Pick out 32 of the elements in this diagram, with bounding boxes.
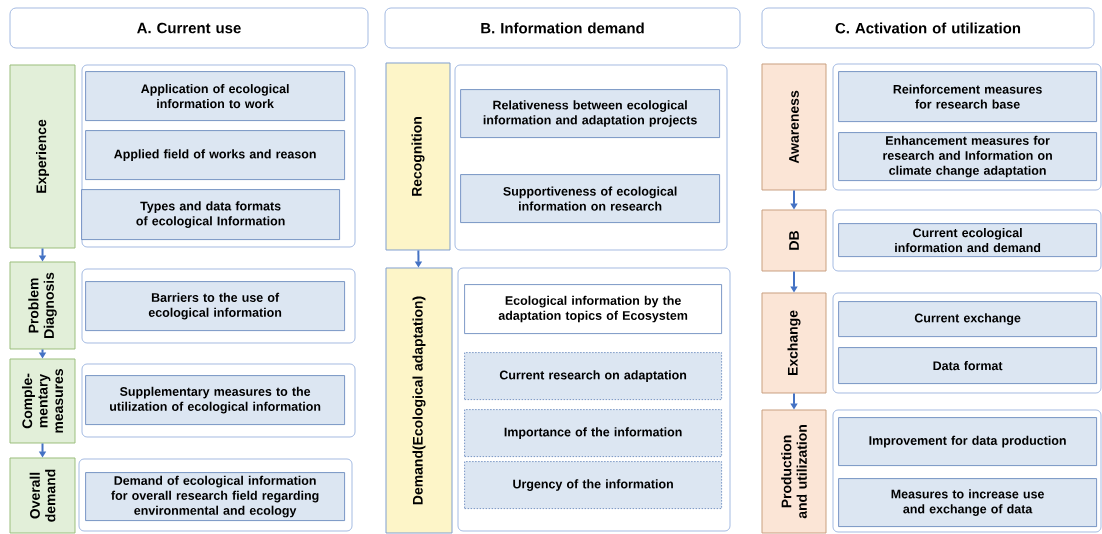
stage-box: Experience: [9, 64, 76, 249]
item-box: Current exchange: [838, 301, 1097, 337]
item-box: Measures to increase use and exchange of data: [838, 478, 1097, 527]
item-box: Types and data formats of ecological Information: [81, 189, 340, 240]
stage-box: Production and utilization: [761, 409, 827, 534]
stage-box: Problem Diagnosis: [9, 261, 76, 350]
item-box: Improvement for data production: [838, 417, 1097, 466]
column-header: B. Information demand: [384, 7, 741, 49]
stage-box: Exchange: [761, 292, 827, 394]
stage-box: DB: [761, 209, 827, 272]
item-box: Current research on adaptation: [464, 352, 722, 400]
item-box: Importance of the information: [464, 409, 722, 457]
item-box: Data format: [838, 347, 1097, 384]
item-box: Demand of ecological information for overall research field regarding environmental and ecology: [85, 472, 345, 521]
stage-box: Awareness: [761, 63, 827, 191]
item-box: Supportiveness of ecological information on research: [460, 174, 720, 223]
item-box: Reinforcement measures for research base: [838, 71, 1097, 122]
column-header: A. Current use: [9, 7, 369, 49]
stage-box: Overall demand: [9, 457, 76, 534]
item-box: Ecological information by the adaptation topics of Ecosystem: [464, 284, 722, 334]
item-box: Barriers to the use of ecological information: [85, 281, 345, 331]
item-box: Applied field of works and reason: [85, 130, 345, 180]
stage-box: Recognition: [385, 62, 451, 251]
item-box: Current ecological information and demand: [838, 223, 1097, 257]
stage-box: Demand(Ecological adaptation): [385, 267, 453, 534]
item-box: Relativeness between ecological information and adaptation projects: [460, 89, 720, 138]
item-box: Supplementary measures to the utilization of ecological information: [85, 375, 345, 425]
stage-box: Comple- mentary measures: [9, 358, 76, 444]
column-header: C. Activation of utilization: [761, 7, 1095, 49]
item-box: Application of ecological information to work: [85, 71, 345, 121]
item-box: Urgency of the information: [464, 461, 722, 509]
item-box: Enhancement measures for research and Information on climate change adaptation: [838, 132, 1097, 181]
